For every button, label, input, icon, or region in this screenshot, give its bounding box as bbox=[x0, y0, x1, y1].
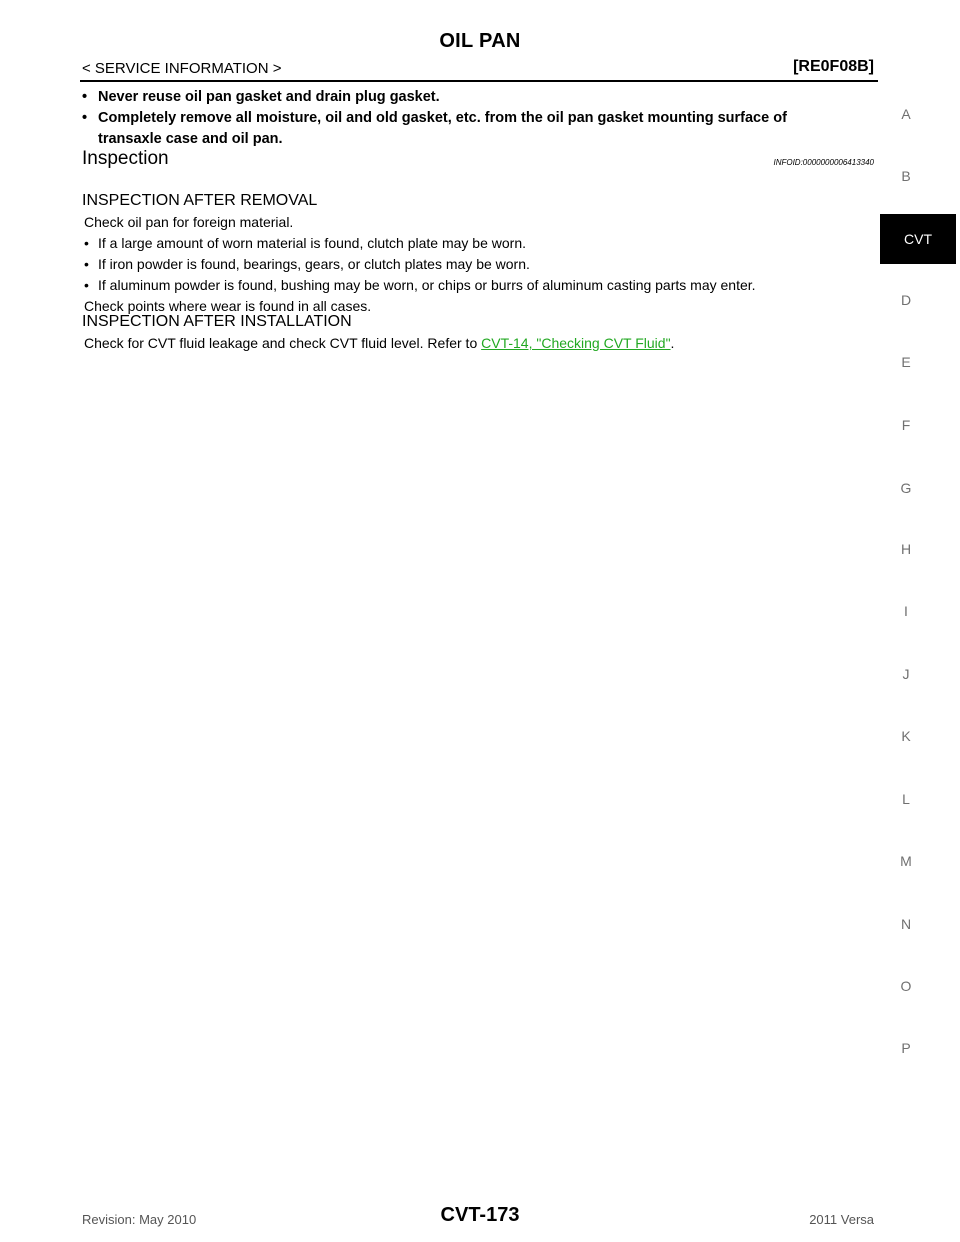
index-tab-d[interactable]: D bbox=[900, 292, 912, 308]
index-tab-cvt-active[interactable]: CVT bbox=[880, 214, 956, 264]
bullet: • bbox=[84, 256, 89, 272]
bullet: • bbox=[84, 277, 89, 293]
warning-item: • Never reuse oil pan gasket and drain p… bbox=[82, 87, 882, 108]
header-divider bbox=[80, 80, 878, 82]
index-tab-k[interactable]: K bbox=[901, 728, 911, 744]
index-tab-i[interactable]: I bbox=[904, 603, 908, 619]
bullet: • bbox=[82, 89, 88, 105]
section-label: < SERVICE INFORMATION > bbox=[82, 60, 282, 77]
index-tab-m[interactable]: M bbox=[900, 853, 912, 869]
after-removal-body: Check oil pan for foreign material. • If… bbox=[84, 212, 884, 317]
warning-text: Completely remove all moisture, oil and … bbox=[98, 110, 787, 126]
revision-date: Revision: May 2010 bbox=[82, 1212, 197, 1227]
warning-list: • Never reuse oil pan gasket and drain p… bbox=[82, 87, 882, 150]
index-tab-a[interactable]: A bbox=[901, 106, 911, 122]
inspection-heading: Inspection bbox=[82, 148, 169, 169]
page-title: OIL PAN bbox=[439, 30, 521, 52]
info-id: INFOID:0000000006413340 bbox=[773, 158, 874, 167]
after-installation-text: Check for CVT fluid leakage and check CV… bbox=[84, 335, 482, 351]
after-installation-period: . bbox=[670, 335, 675, 351]
warning-text-continued: transaxle case and oil pan. bbox=[98, 131, 283, 147]
warning-text: Never reuse oil pan gasket and drain plu… bbox=[98, 89, 440, 105]
index-tab-n[interactable]: N bbox=[900, 916, 912, 932]
bullet: • bbox=[84, 235, 89, 251]
after-installation-body: Check for CVT fluid leakage and check CV… bbox=[84, 333, 884, 354]
after-installation-heading: INSPECTION AFTER INSTALLATION bbox=[82, 313, 352, 330]
index-tab-e[interactable]: E bbox=[901, 354, 911, 370]
index-tab-f[interactable]: F bbox=[901, 417, 911, 433]
vehicle-model: 2011 Versa bbox=[809, 1212, 874, 1227]
after-removal-heading: INSPECTION AFTER REMOVAL bbox=[82, 192, 318, 209]
index-tab-o[interactable]: O bbox=[900, 978, 912, 994]
list-item-text: If aluminum powder is found, bushing may… bbox=[98, 277, 756, 293]
after-removal-closing: Check points where wear is found in all … bbox=[84, 298, 372, 314]
list-item: • If aluminum powder is found, bushing m… bbox=[84, 275, 884, 296]
index-tab-h[interactable]: H bbox=[900, 541, 912, 557]
bullet: • bbox=[82, 110, 88, 126]
page-number: CVT-173 bbox=[440, 1204, 520, 1226]
index-tab-b[interactable]: B bbox=[901, 168, 911, 184]
index-tab-p[interactable]: P bbox=[901, 1040, 911, 1056]
list-item-text: If iron powder is found, bearings, gears… bbox=[98, 256, 530, 272]
model-code: [RE0F08B] bbox=[793, 58, 874, 75]
index-tab-l[interactable]: L bbox=[902, 791, 910, 807]
list-item: • If a large amount of worn material is … bbox=[84, 233, 884, 254]
index-tab-g[interactable]: G bbox=[900, 480, 912, 496]
list-item-text: If a large amount of worn material is fo… bbox=[98, 235, 526, 251]
index-tab-j[interactable]: J bbox=[902, 666, 910, 682]
checking-cvt-fluid-link[interactable]: CVT-14, "Checking CVT Fluid" bbox=[481, 335, 671, 351]
list-item: • If iron powder is found, bearings, gea… bbox=[84, 254, 884, 275]
warning-item: • Completely remove all moisture, oil an… bbox=[82, 108, 882, 129]
after-removal-intro: Check oil pan for foreign material. bbox=[84, 214, 294, 230]
